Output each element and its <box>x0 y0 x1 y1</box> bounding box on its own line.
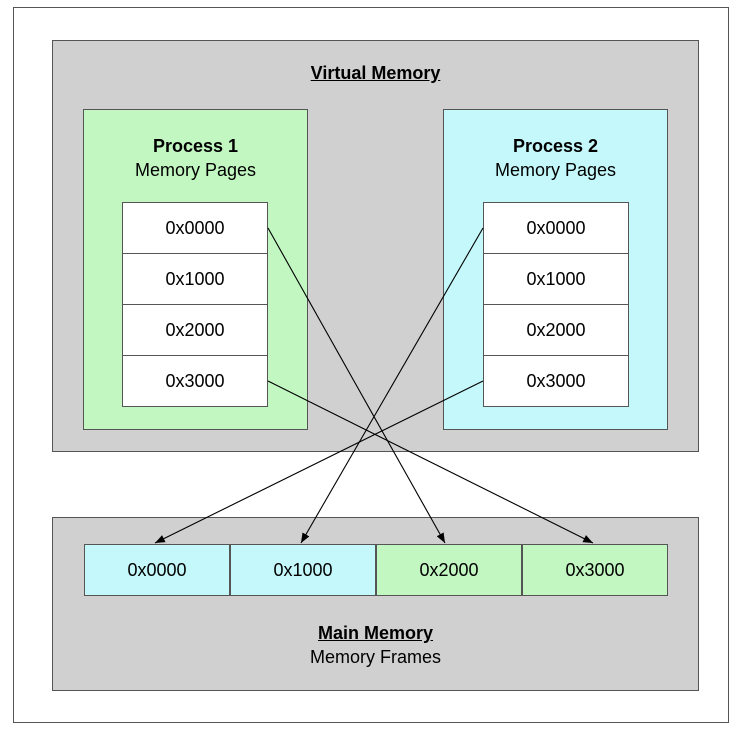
process1-page-2: 0x2000 <box>122 304 268 356</box>
process2-page-1: 0x1000 <box>483 253 629 305</box>
frame-3: 0x3000 <box>522 544 668 596</box>
frame-0: 0x0000 <box>84 544 230 596</box>
process2-page-3: 0x3000 <box>483 355 629 407</box>
process2-page-0: 0x0000 <box>483 202 629 254</box>
frame-1: 0x1000 <box>230 544 376 596</box>
process1-page-0: 0x0000 <box>122 202 268 254</box>
virtual-memory-title: Virtual Memory <box>310 63 441 83</box>
process2-title: Process 2 <box>512 136 599 156</box>
process1-title: Process 1 <box>152 136 239 156</box>
process1-subtitle: Memory Pages <box>134 160 257 180</box>
process2-subtitle: Memory Pages <box>494 160 617 180</box>
process1-page-3: 0x3000 <box>122 355 268 407</box>
main-memory-subtitle: Memory Frames <box>309 647 441 667</box>
process1-page-1: 0x1000 <box>122 253 268 305</box>
frame-2: 0x2000 <box>376 544 522 596</box>
process2-page-2: 0x2000 <box>483 304 629 356</box>
main-memory-title: Main Memory <box>317 623 434 643</box>
